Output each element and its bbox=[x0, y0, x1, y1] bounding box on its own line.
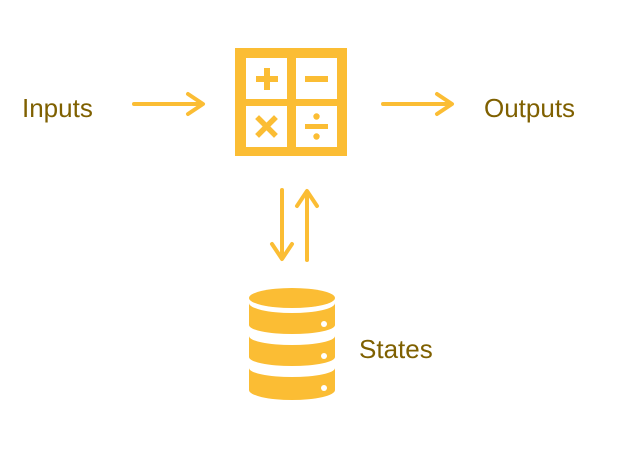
states-label: States bbox=[359, 334, 433, 364]
arrow-process-to-states bbox=[270, 188, 294, 261]
database-icon bbox=[249, 288, 335, 400]
outputs-label: Outputs bbox=[484, 93, 576, 123]
arrow-process-to-outputs bbox=[381, 92, 454, 116]
calculator-icon bbox=[235, 48, 347, 156]
inputs-label: Inputs bbox=[22, 93, 93, 123]
arrow-states-to-process bbox=[295, 189, 319, 262]
arrow-inputs-to-process bbox=[132, 92, 205, 116]
